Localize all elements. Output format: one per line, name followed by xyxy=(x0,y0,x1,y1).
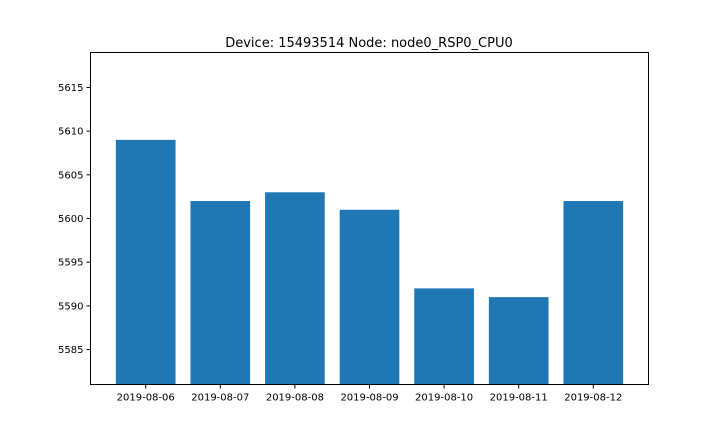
bar-2019-08-11 xyxy=(488,297,549,385)
bar-2019-08-09 xyxy=(339,209,400,385)
y-tick-label: 5605 xyxy=(58,170,83,181)
y-tick-label: 5610 xyxy=(58,127,83,138)
y-tick-label: 5600 xyxy=(58,214,83,225)
bar-2019-08-12 xyxy=(563,201,624,385)
x-tick-label: 2019-08-10 xyxy=(415,393,473,404)
x-tick-label: 2019-08-12 xyxy=(564,393,622,404)
bars-layer xyxy=(115,139,624,385)
x-tick-label: 2019-08-06 xyxy=(117,393,175,404)
y-tick-label: 5590 xyxy=(58,301,83,312)
x-tick-label: 2019-08-08 xyxy=(266,393,324,404)
x-tick-label: 2019-08-07 xyxy=(191,393,249,404)
plot-frame xyxy=(90,52,649,385)
chart-title: Device: 15493514 Node: node0_RSP0_CPU0 xyxy=(225,36,513,51)
bar-2019-08-06 xyxy=(115,139,176,385)
x-tick-label: 2019-08-09 xyxy=(340,393,398,404)
y-tick-label: 5615 xyxy=(58,83,83,94)
y-tick-label: 5595 xyxy=(58,258,83,269)
bar-2019-08-08 xyxy=(265,192,325,385)
axes-layer: 2019-08-06 2019-08-07 2019-08-08 2019-08-09… xyxy=(58,83,622,404)
bar-2019-08-07 xyxy=(190,201,251,385)
bar-2019-08-10 xyxy=(414,288,474,385)
y-tick-label: 5585 xyxy=(58,345,83,356)
x-tick-label: 2019-08-11 xyxy=(490,393,548,404)
